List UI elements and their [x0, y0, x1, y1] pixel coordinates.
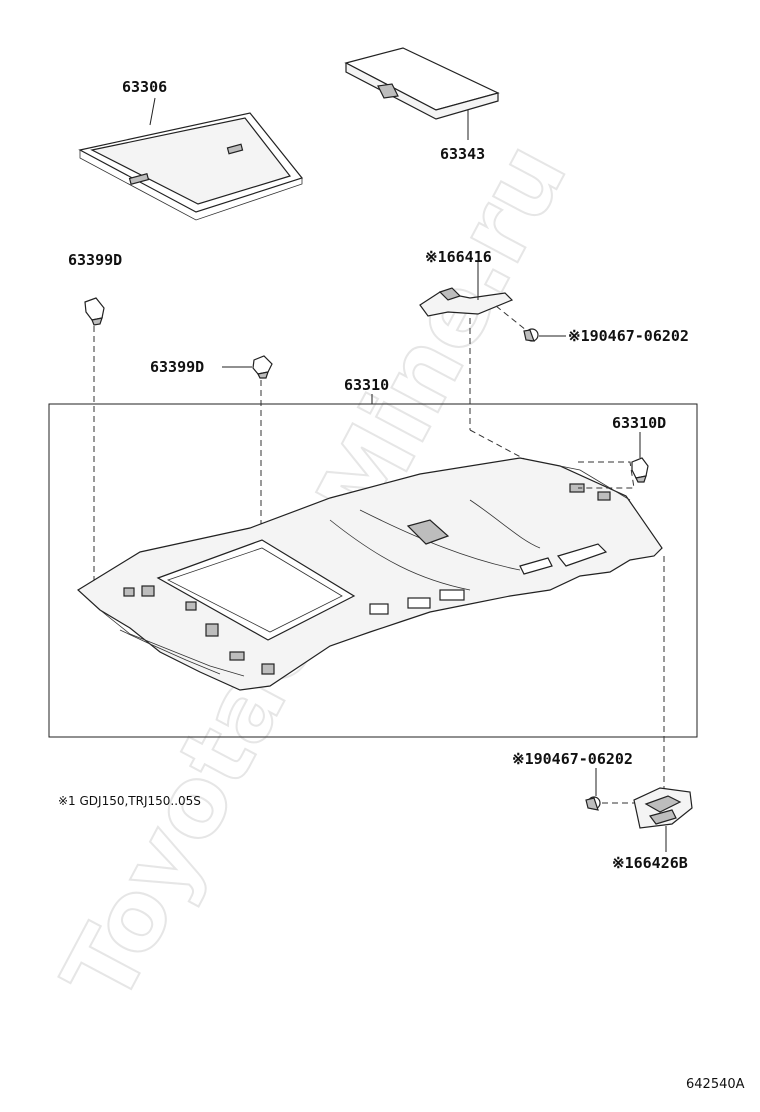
part-90467-screw-top — [523, 328, 566, 342]
assembly-frame-63310 — [48, 403, 698, 738]
part-66426b-bracket — [633, 787, 693, 852]
label-63399d-mid: 63399D — [150, 358, 204, 376]
label-63310d: 63310D — [612, 414, 666, 432]
part-90467-screw-bottom — [585, 796, 601, 811]
part-63399d-clip-top — [84, 297, 105, 326]
label-63306: 63306 — [122, 78, 167, 96]
label-90467-top: ※190467-06202 — [568, 327, 689, 345]
label-63343: 63343 — [440, 145, 485, 163]
part-63399d-clip-mid — [252, 355, 273, 379]
label-90467-bottom: ※190467-06202 — [512, 750, 633, 768]
part-66416-bracket — [419, 262, 514, 317]
part-63310d-clip — [631, 457, 649, 483]
label-63310: 63310 — [344, 376, 389, 394]
diagram-code: 642540A — [686, 1077, 745, 1092]
part-63310-headliner — [77, 457, 663, 691]
part-63306-sunshade — [78, 97, 304, 221]
leader-66416-headliner-b — [469, 429, 531, 463]
part-63343-pad — [344, 47, 500, 140]
leader-63310d — [578, 461, 635, 489]
label-66416: ※166416 — [425, 248, 492, 266]
footnote: ※1 GDJ150,TRJ150..05S — [58, 794, 201, 808]
label-66426b: ※166426B — [612, 854, 688, 872]
label-63399d-top: 63399D — [68, 251, 122, 269]
leader-66416-screw — [495, 305, 527, 331]
